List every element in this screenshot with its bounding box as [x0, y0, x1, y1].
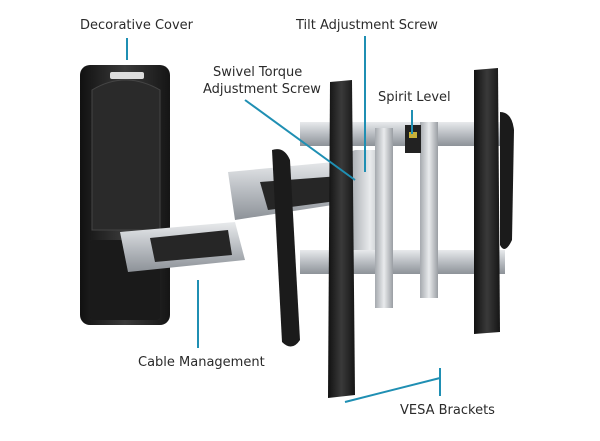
label-cable-management: Cable Management — [138, 355, 265, 370]
label-vesa-brackets: VESA Brackets — [400, 403, 495, 418]
label-spirit-level: Spirit Level — [378, 90, 451, 105]
leader-lines — [126, 36, 441, 403]
label-swivel-torque-line2: Adjustment Screw — [203, 82, 321, 97]
vesa-brackets — [272, 68, 514, 398]
label-tilt-adjustment-screw: Tilt Adjustment Screw — [296, 18, 438, 33]
label-decorative-cover: Decorative Cover — [80, 18, 194, 33]
logo — [110, 72, 144, 79]
decorative-cover — [80, 65, 170, 325]
label-swivel-torque-line1: Swivel Torque — [213, 65, 303, 80]
